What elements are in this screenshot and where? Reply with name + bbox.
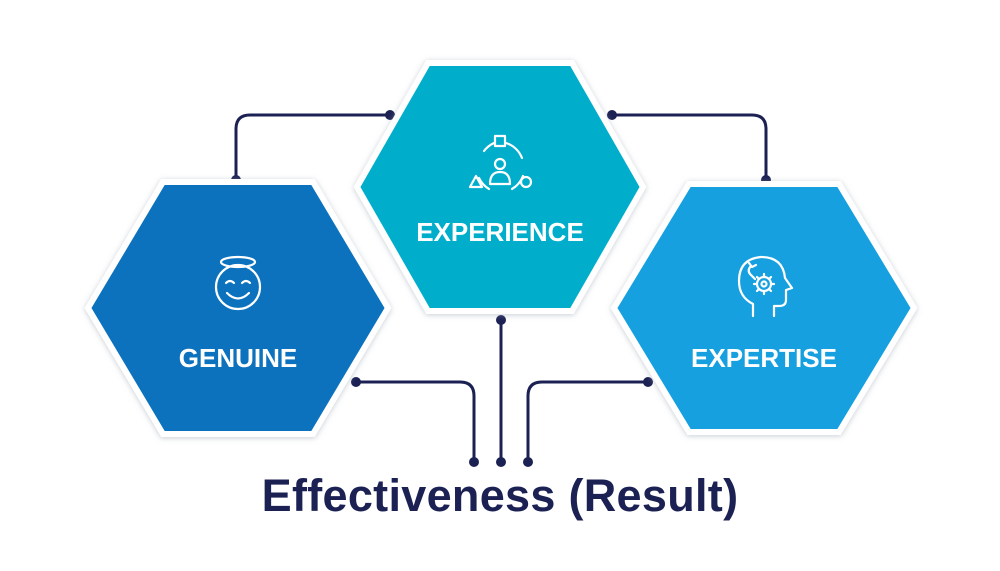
result-title: Effectiveness (Result) [261,470,739,521]
connector-dot [385,110,395,120]
hexagon-genuine: GENUINE [84,179,392,437]
hexagon-expertise-shape [610,181,918,435]
connector-experience-to-genuine [234,113,392,180]
connector-expertise-to-result [526,380,650,464]
connector-dot [607,110,617,120]
head-with-gear-and-wrench-icon [737,255,794,318]
connector-dot [469,457,479,467]
hexagon-expertise: EXPERTISE [610,181,918,435]
connector-experience-to-expertise [610,113,768,180]
connector-genuine-to-result [354,380,476,464]
hexagon-expertise-label: EXPERTISE [691,343,837,373]
hexagon-genuine-label: GENUINE [179,343,297,373]
connector-dot [496,457,506,467]
hexagon-experience-label: EXPERIENCE [416,217,584,247]
connectors [234,113,768,464]
hexagon-experience: EXPERIENCE [353,60,647,314]
connector-dot [351,377,361,387]
user-with-shapes-cycle-icon [468,134,533,191]
smiling-angel-face-icon [214,255,262,311]
hexagon-experience-shape [353,60,647,314]
connector-dot [643,377,653,387]
connector-dot [523,457,533,467]
connector-dot [496,315,506,325]
